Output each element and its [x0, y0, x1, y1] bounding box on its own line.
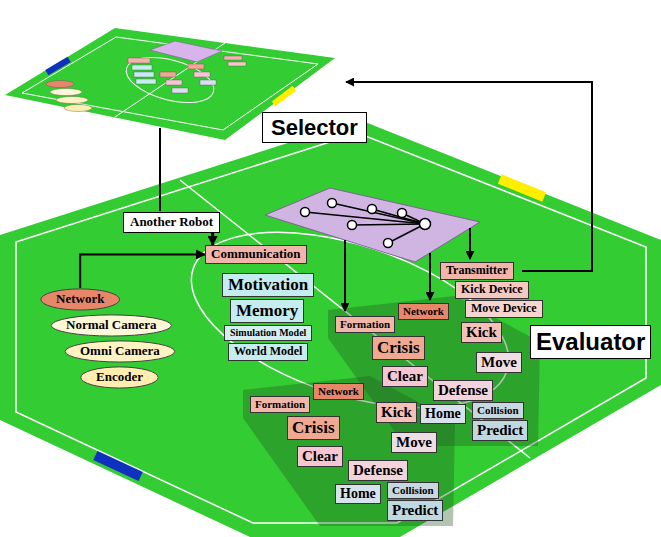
node-label: Predict — [477, 422, 523, 439]
node-label: Kick — [381, 404, 412, 421]
node-label: Omni Camera — [80, 344, 160, 359]
ellipse-outline — [51, 315, 171, 336]
connector-arrow — [80, 254, 205, 288]
node-label: Crisis — [292, 418, 335, 438]
mini-selector — [150, 41, 222, 62]
node-label: Network — [318, 385, 359, 398]
node-label: Collision — [392, 484, 434, 497]
evaluator-module: Collision — [472, 402, 524, 419]
blue-goal — [45, 57, 70, 76]
evaluator-module: Network — [313, 383, 364, 400]
evaluator-module: Clear — [382, 366, 428, 387]
output-box: Kick Device — [455, 281, 529, 299]
node-label: Home — [340, 486, 376, 502]
evaluator-module: Network — [398, 303, 449, 320]
evaluator-module: Clear — [297, 446, 343, 467]
module-box: World Model — [228, 343, 308, 361]
node-label: Home — [425, 406, 461, 422]
ellipse-outline — [81, 367, 158, 388]
node-label: Selector — [271, 115, 358, 140]
output-box: Transmitter — [440, 262, 514, 280]
evaluator-module: Home — [335, 484, 381, 504]
node-label: Motivation — [228, 275, 308, 295]
field-ground — [0, 120, 661, 537]
evaluator-module: Collision — [387, 482, 439, 499]
node-label: Encoder — [96, 370, 143, 385]
ellipse-outline — [65, 341, 175, 362]
node-label: Network — [56, 292, 104, 307]
node-label: World Model — [234, 345, 302, 359]
evaluator-module: Move — [391, 432, 437, 453]
node-label: Predict — [392, 502, 438, 519]
node-label: Collision — [477, 404, 519, 417]
node-label: Move — [481, 354, 517, 371]
node-label: Transmitter — [446, 264, 508, 278]
node-label: Formation — [255, 398, 305, 411]
sensor-ellipse: Normal Camera — [50, 314, 173, 337]
title-box: Evaluator — [530, 325, 651, 359]
sensor-ellipse: Omni Camera — [64, 340, 176, 363]
output-box: Move Device — [465, 300, 543, 318]
node-label: Defense — [438, 382, 488, 399]
node-label: Clear — [302, 448, 338, 465]
ellipse-outline — [41, 289, 120, 310]
blue-goal — [93, 451, 143, 481]
evaluator-layer — [243, 376, 455, 526]
node-label: Network — [403, 305, 444, 318]
evaluator-module: Crisis — [372, 336, 425, 360]
evaluator-module: Predict — [472, 420, 528, 441]
evaluator-module: Crisis — [287, 416, 340, 440]
module-box: Motivation — [222, 273, 314, 297]
mini-modules — [128, 56, 246, 93]
yellow-goal — [272, 86, 296, 106]
node-label: Move — [396, 434, 432, 451]
module-box: Simulation Model — [224, 325, 312, 341]
node-label: Move Device — [471, 302, 537, 316]
module-box: Memory — [230, 299, 304, 323]
evaluator-module: Defense — [433, 380, 493, 401]
sensor-ellipse: Network — [40, 288, 120, 311]
node-label: Evaluator — [536, 328, 645, 356]
evaluator-module: Kick — [461, 322, 502, 343]
node-label: Normal Camera — [66, 318, 157, 333]
callout-box: Another Robot — [123, 212, 220, 233]
evaluator-module: Predict — [387, 500, 443, 521]
connector-arrow — [211, 233, 214, 245]
evaluator-module: Move — [476, 352, 522, 373]
selector-network — [301, 199, 431, 248]
node-label: Communication — [211, 247, 301, 262]
node-label: Formation — [340, 318, 390, 331]
node-label: Crisis — [377, 338, 420, 358]
node-label: Another Robot — [130, 215, 213, 230]
mini-sensors — [46, 81, 92, 112]
node-label: Defense — [353, 462, 403, 479]
evaluator-module: Formation — [250, 396, 310, 413]
node-label: Memory — [236, 301, 298, 321]
evaluator-module: Kick — [376, 402, 417, 423]
module-box: Communication — [205, 245, 307, 264]
yellow-goal — [498, 174, 546, 201]
evaluator-module: Formation — [335, 316, 395, 333]
node-label: Simulation Model — [230, 327, 306, 339]
sensor-ellipse: Encoder — [80, 366, 159, 389]
main-field — [0, 120, 661, 537]
evaluator-module: Home — [420, 404, 466, 424]
signal-wire — [160, 82, 592, 311]
evaluator-module: Defense — [348, 460, 408, 481]
node-label: Kick Device — [461, 283, 523, 297]
node-label: Kick — [466, 324, 497, 341]
title-box: Selector — [262, 112, 367, 143]
node-label: Clear — [387, 368, 423, 385]
field-line — [16, 133, 646, 523]
